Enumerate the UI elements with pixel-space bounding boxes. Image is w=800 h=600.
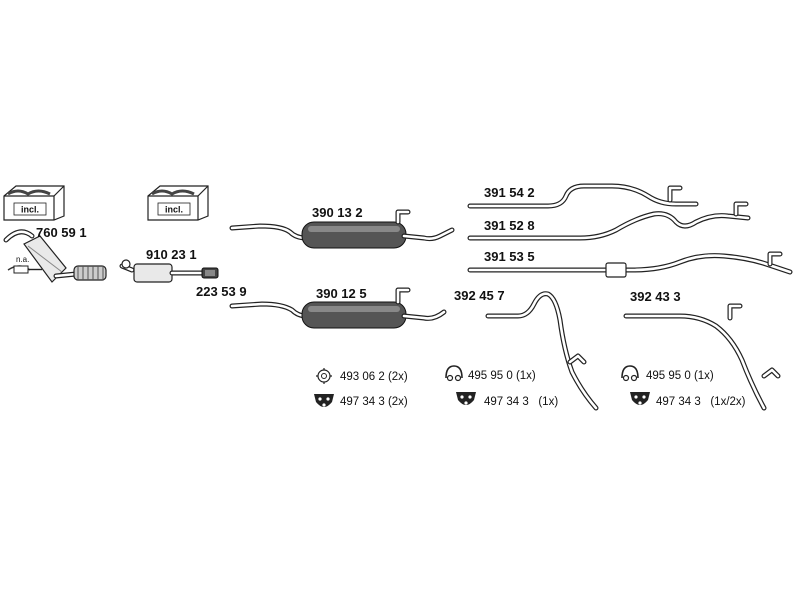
hw3-hanger-text: 495 95 0 (1x) <box>646 370 714 382</box>
part-number-390132: 390 13 2 <box>312 205 363 220</box>
bracket-icon <box>314 394 334 407</box>
hw2-hanger-text: 495 95 0 (1x) <box>468 370 536 382</box>
front-pipe-910231 <box>119 259 207 283</box>
tailpipe-391542 <box>467 183 699 209</box>
hanger-icon <box>621 365 639 382</box>
hardware-group-1: 493 06 2 (2x) 497 34 3 (2x) <box>314 368 408 408</box>
kit-box-right: incl. <box>147 185 209 221</box>
connector-223539 <box>201 267 219 279</box>
hw2-bracket-text: 497 34 3 (1x) <box>484 396 558 408</box>
bracket-icon <box>630 392 650 405</box>
kit-box-right-label: incl. <box>165 205 183 215</box>
part-number-223539: 223 53 9 <box>196 284 247 299</box>
part-number-392457: 392 45 7 <box>454 288 505 303</box>
catalytic-converter-assembly <box>3 229 107 283</box>
hw3-bracket-text: 497 34 3 (1x/2x) <box>656 396 746 408</box>
part-number-760591: 760 59 1 <box>36 225 87 240</box>
hardware-group-3: 495 95 0 (1x) 497 34 3 (1x/2x) <box>621 365 746 408</box>
part-number-391528: 391 52 8 <box>484 218 535 233</box>
muffler-390132 <box>229 209 455 249</box>
kit-box-left: incl. <box>3 185 65 221</box>
part-number-392433: 392 43 3 <box>630 289 681 304</box>
part-number-391542: 391 54 2 <box>484 185 535 200</box>
part-number-390125: 390 12 5 <box>316 286 367 301</box>
tailpipe-392457 <box>485 291 599 411</box>
hardware-group-2: 495 95 0 (1x) 497 34 3 (1x) <box>445 365 558 408</box>
tailpipe-392433 <box>623 303 781 411</box>
part-number-391535: 391 53 5 <box>484 249 535 264</box>
hw1-bracket-text: 497 34 3 (2x) <box>340 396 408 408</box>
lambda-sensor: n.a. <box>7 255 42 274</box>
tailpipe-391528 <box>467 201 751 241</box>
sensor-na-label: n.a. <box>16 255 29 264</box>
tailpipe-391535 <box>467 251 793 278</box>
bracket-icon <box>456 392 476 405</box>
hw1-clamp-text: 493 06 2 (2x) <box>340 371 408 383</box>
hanger-icon <box>445 365 463 382</box>
kit-box-left-label: incl. <box>21 205 39 215</box>
muffler-390125 <box>229 287 447 329</box>
clamp-icon <box>316 368 332 384</box>
part-number-910231: 910 23 1 <box>146 247 197 262</box>
